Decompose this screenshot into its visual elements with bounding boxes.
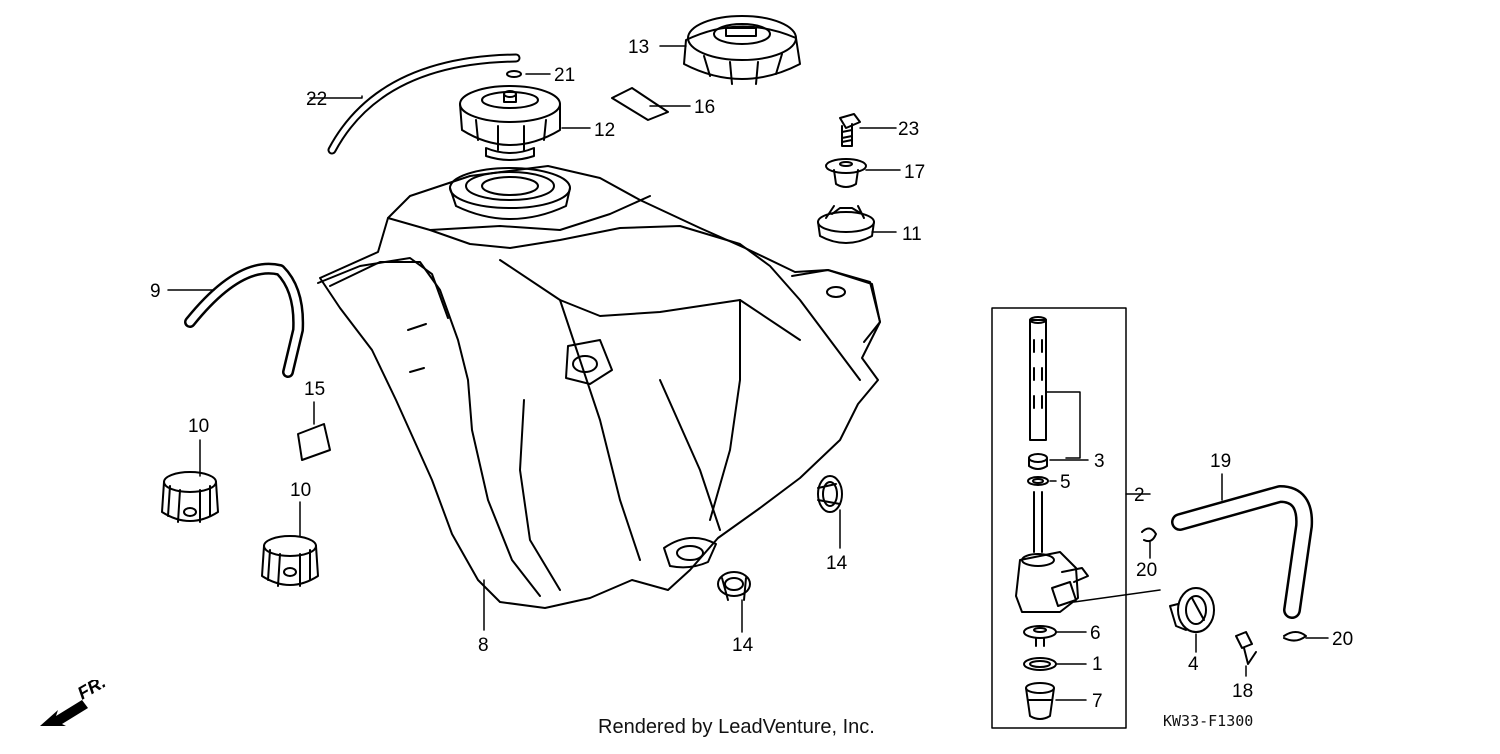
callout-2: 2: [1134, 485, 1145, 506]
callout-21: 21: [554, 65, 575, 86]
front-label: FR.: [74, 680, 109, 703]
fuel-cap-12: [459, 85, 561, 161]
clip-20-lower: [1283, 631, 1307, 642]
callout-6: 6: [1090, 623, 1101, 644]
hose-9: [184, 262, 305, 378]
callout-10-lower: 10: [290, 480, 311, 501]
callout-17: 17: [904, 162, 925, 183]
callout-9: 9: [150, 281, 161, 302]
fuel-valve-assembly: [991, 307, 1161, 729]
bolt-23: [839, 113, 861, 147]
rubber-11: [817, 205, 875, 244]
grommet-14-left: [717, 571, 751, 601]
cushion-10-lower: [261, 535, 319, 587]
front-direction-indicator: FR.: [36, 672, 136, 741]
fuel-cap-13: [683, 15, 801, 85]
clip-20-upper: [1141, 527, 1157, 543]
fuel-hose-19: [1171, 485, 1314, 619]
callout-8: 8: [478, 635, 489, 656]
callout-3: 3: [1094, 451, 1105, 472]
callout-14-left: 14: [732, 635, 754, 656]
front-arrow-icon: FR.: [40, 672, 109, 726]
decal-16: [611, 87, 669, 121]
breather-hose-22: [327, 53, 521, 155]
callout-19: 19: [1210, 451, 1231, 472]
callout-23: 23: [898, 119, 919, 140]
collar-17: [825, 158, 867, 188]
callout-labels: 1 2 3 4 5 6 7 8 9 10 10 11 12 13 14 14 1…: [150, 37, 1353, 712]
callout-10-upper: 10: [188, 416, 209, 437]
callout-1: 1: [1092, 654, 1103, 675]
drawing-code: KW33-F1300: [1163, 712, 1254, 730]
callout-12: 12: [594, 120, 615, 141]
fuel-tank: [317, 165, 881, 609]
grommet-14-right: [817, 475, 843, 513]
pad-15: [297, 423, 331, 461]
callout-15: 15: [304, 379, 325, 400]
callout-13: 13: [628, 37, 649, 58]
callout-16: 16: [694, 97, 715, 118]
callout-7: 7: [1092, 691, 1103, 712]
callout-11: 11: [902, 224, 922, 245]
clip-21: [506, 70, 522, 78]
leader-lines: [167, 45, 1329, 701]
credit-text: Rendered by LeadVenture, Inc.: [598, 716, 875, 738]
callout-4: 4: [1188, 654, 1199, 675]
callout-20-lower: 20: [1332, 629, 1353, 650]
callout-22: 22: [306, 89, 327, 110]
callout-5: 5: [1060, 472, 1071, 493]
callout-14-right: 14: [826, 553, 848, 574]
callout-20-upper: 20: [1136, 560, 1157, 581]
valve-knob-4: [1169, 587, 1215, 633]
callout-18: 18: [1232, 681, 1253, 702]
cushion-10-upper: [161, 471, 219, 523]
screw-18: [1235, 631, 1257, 665]
